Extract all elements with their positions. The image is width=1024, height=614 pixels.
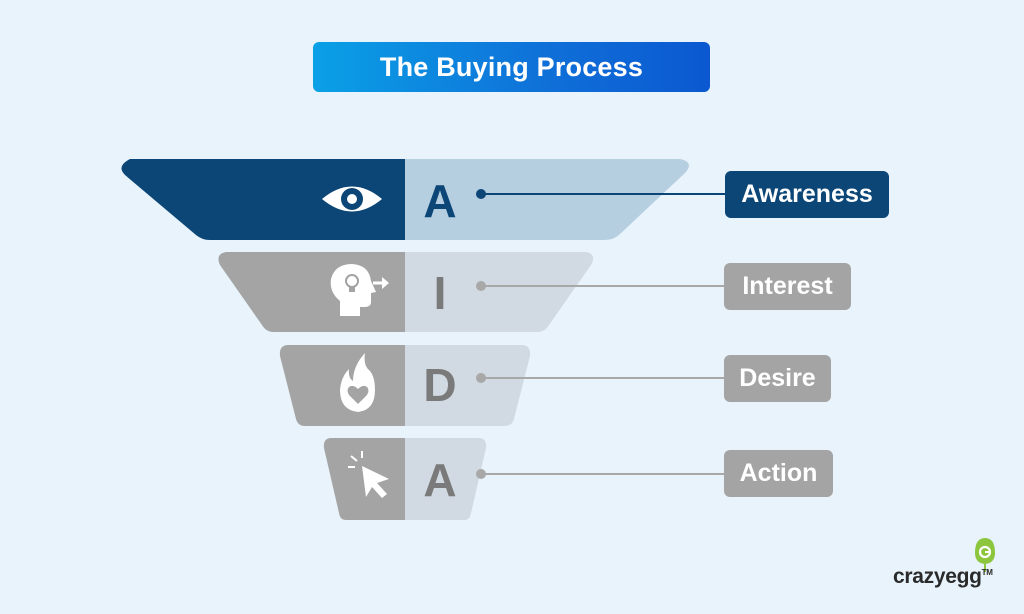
stage-label-interest: Interest <box>724 263 851 310</box>
stage-left-segment <box>121 159 405 240</box>
stage-right-segment <box>405 345 531 426</box>
crazyegg-logo-icon <box>975 538 995 572</box>
stage-label-action: Action <box>724 450 833 497</box>
funnel-stage-awareness: A <box>121 159 726 240</box>
stage-label-awareness: Awareness <box>725 171 889 218</box>
stage-left-segment <box>218 252 405 332</box>
stage-letter: D <box>423 359 456 411</box>
funnel-stage-action: A <box>323 438 726 520</box>
cursor-click-icon <box>348 451 389 498</box>
logo-trademark: TM <box>981 568 993 577</box>
stage-letter: I <box>434 267 447 319</box>
connector-dot <box>476 469 486 479</box>
connector-dot <box>476 189 486 199</box>
page-title: The Buying Process <box>313 42 710 92</box>
flame-heart-icon <box>340 353 375 412</box>
crazyegg-logo: crazyeggTM <box>893 565 993 589</box>
head-lightbulb-icon <box>330 264 389 316</box>
connector-dot <box>476 281 486 291</box>
stage-right-segment <box>405 252 594 332</box>
stage-letter: A <box>423 454 456 506</box>
connector-dot <box>476 373 486 383</box>
logo-wordmark: crazyegg <box>893 565 982 588</box>
eye-icon <box>322 186 382 212</box>
stage-right-segment <box>405 438 487 520</box>
stage-label-desire: Desire <box>724 355 831 402</box>
funnel-stage-desire: D <box>279 345 726 426</box>
funnel-stage-interest: I <box>218 252 726 332</box>
stage-right-segment <box>405 159 689 240</box>
stage-letter: A <box>423 175 456 227</box>
